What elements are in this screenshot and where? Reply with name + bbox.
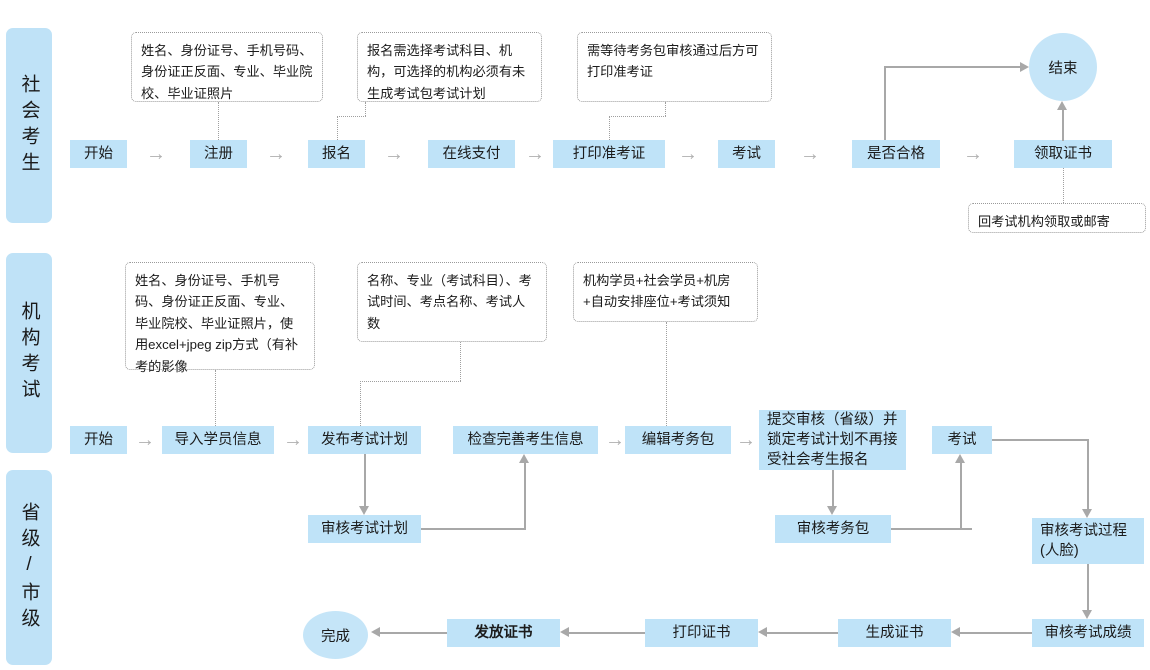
step-arrow-icon: → <box>146 143 166 165</box>
connector-review-plan-up <box>524 463 526 529</box>
step-arrow-icon: → <box>525 143 545 165</box>
connector-exam-down <box>1087 439 1089 509</box>
connector-certificate-to-end <box>1062 110 1064 141</box>
arrowhead-submit-to-review-package <box>827 506 837 515</box>
arrowhead-certificate-to-end <box>1057 101 1067 110</box>
step-arrow-icon: → <box>266 143 286 165</box>
node-r1-exam[interactable]: 考试 <box>718 140 775 168</box>
note-import-student-fields: 姓名、身份证号、手机号码、身份证正反面、专业、毕业院校、毕业证照片，使用exce… <box>125 262 315 374</box>
step-arrow-icon: → <box>135 429 155 451</box>
step-arrow-icon: → <box>963 143 983 165</box>
connector-review-package-right <box>891 528 972 530</box>
note-leader-exam-package <box>666 322 667 426</box>
connector-qualified-to-end <box>884 66 1020 68</box>
note-leader-ticket-horiz <box>609 116 666 117</box>
lane-province-city: 省级/市级 <box>6 470 52 665</box>
node-r1-end[interactable]: 结束 <box>1029 33 1097 101</box>
connector-print-to-issue <box>569 632 645 634</box>
connector-issue-to-done <box>380 632 447 634</box>
connector-generate-to-print <box>767 632 838 634</box>
arrowhead-to-end <box>1020 62 1029 72</box>
node-r2-review-exam-package[interactable]: 审核考务包 <box>775 515 891 543</box>
note-registration-fields: 姓名、身份证号、手机号码、身份证正反面、专业、毕业院校、毕业证照片 <box>131 32 323 102</box>
step-arrow-icon: → <box>800 143 820 165</box>
connector-qualified-up <box>884 67 886 140</box>
step-arrow-icon: → <box>678 143 698 165</box>
note-leader-signup-horiz <box>337 116 366 117</box>
node-r2-check-candidate-info[interactable]: 检查完善考生信息 <box>453 426 598 454</box>
note-leader-certificate <box>1063 168 1064 203</box>
note-signup-requirements: 报名需选择考试科目、机构，可选择的机构必须有未生成考试包考试计划 <box>357 32 542 102</box>
note-admission-ticket-requirement: 需等待考务包审核通过后方可打印准考证 <box>577 32 772 102</box>
note-leader-ticket-vert-b <box>609 116 610 140</box>
node-r1-start[interactable]: 开始 <box>70 140 127 168</box>
connector-review-package-up <box>960 463 962 529</box>
arrowhead-publish-to-review-plan <box>359 506 369 515</box>
node-r1-is-qualified[interactable]: 是否合格 <box>852 140 940 168</box>
node-r1-print-admission-ticket[interactable]: 打印准考证 <box>553 140 665 168</box>
node-r2-edit-exam-package[interactable]: 编辑考务包 <box>625 426 731 454</box>
arrowhead-issue-to-done <box>371 627 380 637</box>
lane-social-candidate: 社会考生 <box>6 28 52 223</box>
node-r2-review-exam-plan[interactable]: 审核考试计划 <box>308 515 421 543</box>
node-r2-review-exam-score[interactable]: 审核考试成绩 <box>1032 619 1144 647</box>
connector-exam-right <box>992 439 1088 441</box>
arrowhead-exam-to-review-process <box>1082 509 1092 518</box>
arrowhead-review-package-to-exam <box>955 454 965 463</box>
note-exam-plan-fields: 名称、专业（考试科目）、考试时间、考点名称、考试人数 <box>357 262 547 342</box>
note-leader-exam-plan-vert-b <box>360 381 361 426</box>
lane-label: 社会考生 <box>18 73 40 178</box>
node-r1-online-payment[interactable]: 在线支付 <box>428 140 515 168</box>
arrowhead-review-plan-to-check <box>519 454 529 463</box>
connector-submit-to-review-package <box>832 470 834 506</box>
step-arrow-icon: → <box>384 143 404 165</box>
step-arrow-icon: → <box>736 429 756 451</box>
connector-score-to-generate <box>960 632 1032 634</box>
lane-label: 省级/市级 <box>18 501 40 634</box>
note-leader-registration <box>218 102 219 140</box>
arrowhead-review-process-to-score <box>1082 610 1092 619</box>
connector-publish-to-review-plan <box>364 454 366 506</box>
lane-label: 机构考试 <box>18 301 40 405</box>
note-exam-package-contents: 机构学员+社会学员+机房+自动安排座位+考试须知 <box>573 262 758 322</box>
node-r2-publish-exam-plan[interactable]: 发布考试计划 <box>308 426 421 454</box>
node-r3-issue-certificate[interactable]: 发放证书 <box>447 619 560 647</box>
step-arrow-icon: → <box>605 429 625 451</box>
node-r3-generate-certificate[interactable]: 生成证书 <box>838 619 951 647</box>
node-r2-import-student-info[interactable]: 导入学员信息 <box>162 426 274 454</box>
note-leader-ticket-vert-a <box>665 102 666 116</box>
node-r2-exam[interactable]: 考试 <box>932 426 992 454</box>
node-r2-submit-review-lock-plan[interactable]: 提交审核（省级）并锁定考试计划不再接受社会考生报名 <box>759 410 906 470</box>
arrowhead-generate-to-print <box>758 627 767 637</box>
node-r3-print-certificate[interactable]: 打印证书 <box>645 619 758 647</box>
connector-review-plan-right <box>421 528 526 530</box>
node-r1-register[interactable]: 注册 <box>190 140 247 168</box>
node-r2-start[interactable]: 开始 <box>70 426 127 454</box>
node-r1-receive-certificate[interactable]: 领取证书 <box>1014 140 1112 168</box>
connector-review-process-to-score <box>1087 564 1089 610</box>
arrowhead-score-to-generate <box>951 627 960 637</box>
note-leader-signup-vert-a <box>365 102 366 116</box>
node-r2-review-exam-process-face[interactable]: 审核考试过程(人脸) <box>1032 518 1144 564</box>
note-leader-signup-vert-b <box>337 116 338 140</box>
step-arrow-icon: → <box>283 429 303 451</box>
note-leader-exam-plan-vert-a <box>460 342 461 381</box>
lane-institution-exam: 机构考试 <box>6 253 52 453</box>
arrowhead-print-to-issue <box>560 627 569 637</box>
note-leader-exam-plan-horiz <box>360 381 461 382</box>
note-certificate-pickup: 回考试机构领取或邮寄 <box>968 203 1146 233</box>
node-r3-done[interactable]: 完成 <box>303 611 368 659</box>
note-leader-import-student <box>215 370 216 426</box>
node-r1-signup[interactable]: 报名 <box>308 140 365 168</box>
